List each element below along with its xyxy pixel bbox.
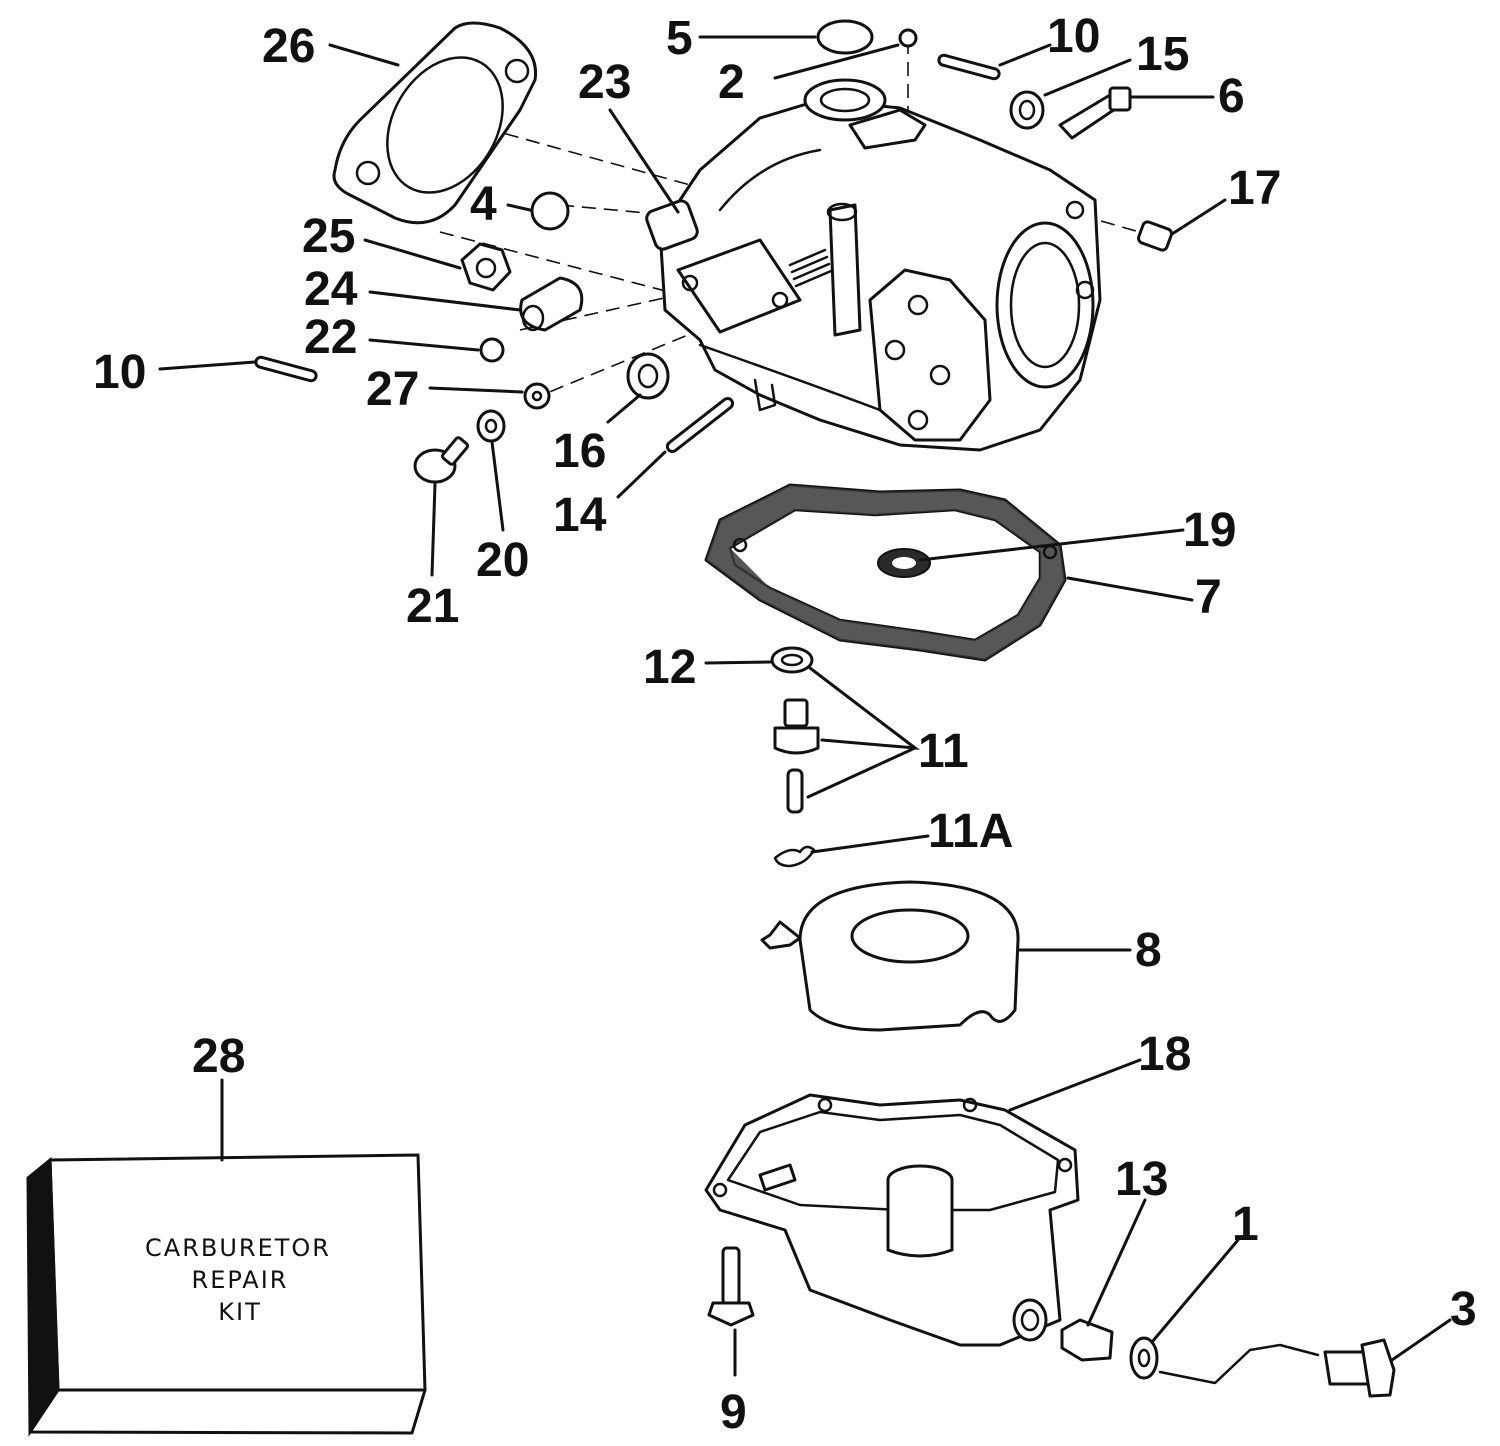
leader-1 bbox=[1150, 1238, 1240, 1344]
ball-2 bbox=[898, 28, 918, 48]
callout-20: 20 bbox=[476, 534, 529, 587]
callout-3: 3 bbox=[1450, 1283, 1477, 1336]
callout-23: 23 bbox=[578, 56, 631, 109]
callout-numbers: 26 5 2 10 15 6 17 23 4 25 24 22 10 27 16… bbox=[93, 10, 1477, 1439]
needle-seat-group bbox=[770, 646, 820, 868]
callout-22: 22 bbox=[304, 311, 357, 364]
lock-washer-27 bbox=[523, 382, 551, 410]
pin-14 bbox=[665, 396, 735, 454]
connector-line bbox=[1158, 1343, 1320, 1385]
drain-screw-3 bbox=[1323, 1338, 1396, 1398]
callout-19: 19 bbox=[1183, 504, 1236, 557]
leader-4 bbox=[506, 203, 532, 212]
leader-17 bbox=[1170, 198, 1227, 236]
kit-label-line3: KIT bbox=[218, 1298, 261, 1326]
callout-16: 16 bbox=[553, 425, 606, 478]
gasket-12 bbox=[770, 646, 814, 674]
callout-24: 24 bbox=[304, 263, 358, 316]
needle-seat-11 bbox=[773, 698, 820, 814]
screw-17 bbox=[1137, 220, 1173, 252]
callout-1: 1 bbox=[1232, 1198, 1259, 1251]
callout-14: 14 bbox=[553, 489, 607, 542]
leader-10a bbox=[998, 43, 1052, 67]
leader-27 bbox=[428, 386, 524, 394]
leader-7 bbox=[1066, 576, 1194, 602]
callout-11A: 11A bbox=[928, 805, 1013, 858]
leader-18 bbox=[1008, 1058, 1142, 1112]
o-ring-22 bbox=[479, 337, 505, 363]
fitting-24 bbox=[519, 276, 584, 332]
leader-19 bbox=[918, 528, 1185, 562]
callout-6: 6 bbox=[1218, 70, 1245, 123]
leader-11-upper bbox=[808, 666, 921, 750]
callout-9: 9 bbox=[720, 1386, 747, 1439]
callout-21: 21 bbox=[406, 580, 459, 633]
plug-13 bbox=[1060, 1318, 1114, 1362]
callout-28: 28 bbox=[192, 1030, 245, 1083]
screw-21 bbox=[413, 436, 469, 484]
float-8 bbox=[760, 880, 1020, 1032]
repair-kit-28: CARBURETOR REPAIR KIT bbox=[26, 1153, 427, 1437]
callout-4: 4 bbox=[470, 178, 497, 231]
small-parts bbox=[254, 19, 1173, 484]
callout-27: 27 bbox=[366, 363, 419, 416]
kit-label-line1: CARBURETOR bbox=[145, 1234, 331, 1262]
leader-11-lower bbox=[806, 746, 917, 799]
leader-2 bbox=[773, 43, 900, 80]
leader-25 bbox=[363, 238, 462, 270]
leader-24 bbox=[368, 290, 522, 312]
callout-10-left: 10 bbox=[93, 346, 146, 399]
welch-plug-5 bbox=[816, 19, 874, 55]
plug-4 bbox=[530, 191, 570, 231]
pin-10-top bbox=[937, 53, 1001, 81]
leader-10b bbox=[158, 360, 257, 371]
callout-26: 26 bbox=[262, 20, 315, 73]
callout-18: 18 bbox=[1138, 1028, 1191, 1081]
gasket-26 bbox=[332, 21, 538, 225]
carburetor-body bbox=[658, 78, 1102, 452]
callout-12: 12 bbox=[643, 641, 696, 694]
leader-26 bbox=[328, 43, 400, 67]
leader-15 bbox=[1043, 58, 1132, 97]
washer-1 bbox=[1129, 1336, 1159, 1380]
leader-21 bbox=[430, 482, 437, 577]
washer-20 bbox=[476, 409, 506, 443]
clip-11A bbox=[773, 845, 816, 868]
callout-17: 17 bbox=[1228, 162, 1281, 215]
leader-20 bbox=[490, 440, 505, 532]
callout-25: 25 bbox=[302, 210, 355, 263]
callout-8: 8 bbox=[1135, 924, 1162, 977]
callout-15: 15 bbox=[1136, 28, 1189, 81]
screw-9 bbox=[707, 1246, 755, 1327]
callout-7: 7 bbox=[1195, 571, 1222, 624]
float-bowl-18 bbox=[704, 1093, 1080, 1347]
callout-10-top: 10 bbox=[1047, 10, 1100, 63]
callout-13: 13 bbox=[1115, 1153, 1168, 1206]
leader-3 bbox=[1390, 1318, 1452, 1362]
callout-2: 2 bbox=[718, 56, 745, 109]
leader-23 bbox=[608, 108, 680, 214]
leader-14 bbox=[616, 450, 667, 499]
leader-16 bbox=[606, 393, 642, 424]
leader-13 bbox=[1086, 1198, 1147, 1327]
leader-12 bbox=[704, 660, 772, 665]
nut-25 bbox=[460, 242, 512, 292]
leader-11A bbox=[810, 834, 930, 854]
kit-label-line2: REPAIR bbox=[192, 1266, 289, 1294]
leader-lines bbox=[158, 35, 1452, 1377]
leader-22 bbox=[368, 338, 480, 352]
seal-16 bbox=[626, 352, 670, 400]
washer-15 bbox=[1009, 90, 1045, 130]
gasket-19 bbox=[877, 548, 931, 578]
callout-5: 5 bbox=[666, 12, 693, 65]
lever-plate-23 bbox=[645, 199, 802, 334]
bowl-hardware bbox=[707, 1246, 1396, 1398]
callout-11: 11 bbox=[918, 725, 969, 778]
